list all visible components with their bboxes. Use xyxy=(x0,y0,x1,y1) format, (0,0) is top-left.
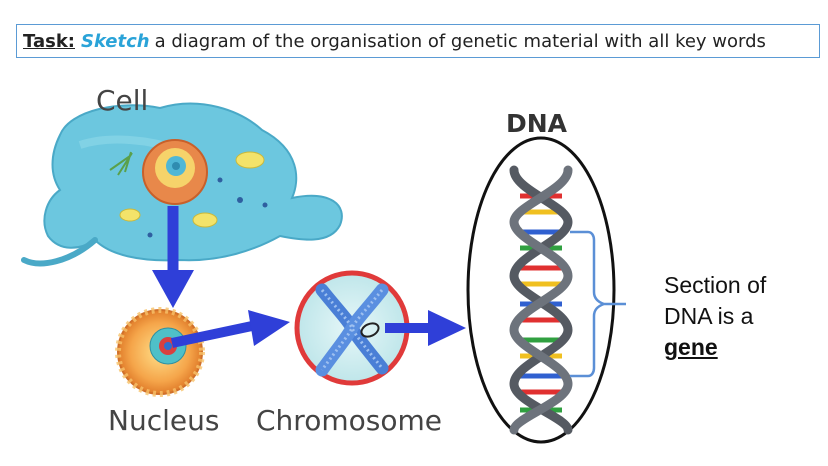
dna-strand-b xyxy=(509,165,573,435)
arrow-cell-to-nucleus xyxy=(152,206,194,308)
gene-note: Section of DNA is a gene xyxy=(664,270,766,363)
task-label: Task: xyxy=(23,30,75,52)
gene-note-line1: Section of xyxy=(664,272,767,298)
cell-label: Cell xyxy=(96,84,149,117)
arrow-nucleus-to-chromosome xyxy=(170,310,290,348)
cell-illustration xyxy=(21,102,343,267)
dna-helix xyxy=(509,165,573,435)
dna-enclosure xyxy=(466,136,616,444)
arrow-chromosome-to-dna xyxy=(385,310,466,346)
task-box: Task: Sketch a diagram of the organisati… xyxy=(16,24,820,58)
gene-bracket xyxy=(570,230,626,378)
task-text: a diagram of the organisation of genetic… xyxy=(154,30,766,52)
gene-keyword: gene xyxy=(664,334,718,360)
chromosome-illustration xyxy=(294,270,410,386)
nucleus-label: Nucleus xyxy=(108,404,220,437)
chromosome-label: Chromosome xyxy=(256,404,442,437)
nucleus-illustration xyxy=(115,307,205,397)
task-verb: Sketch xyxy=(81,30,150,52)
dna-base-pairs xyxy=(520,193,562,413)
gene-note-line2: DNA is a xyxy=(664,303,754,329)
dna-label: DNA xyxy=(506,109,568,138)
